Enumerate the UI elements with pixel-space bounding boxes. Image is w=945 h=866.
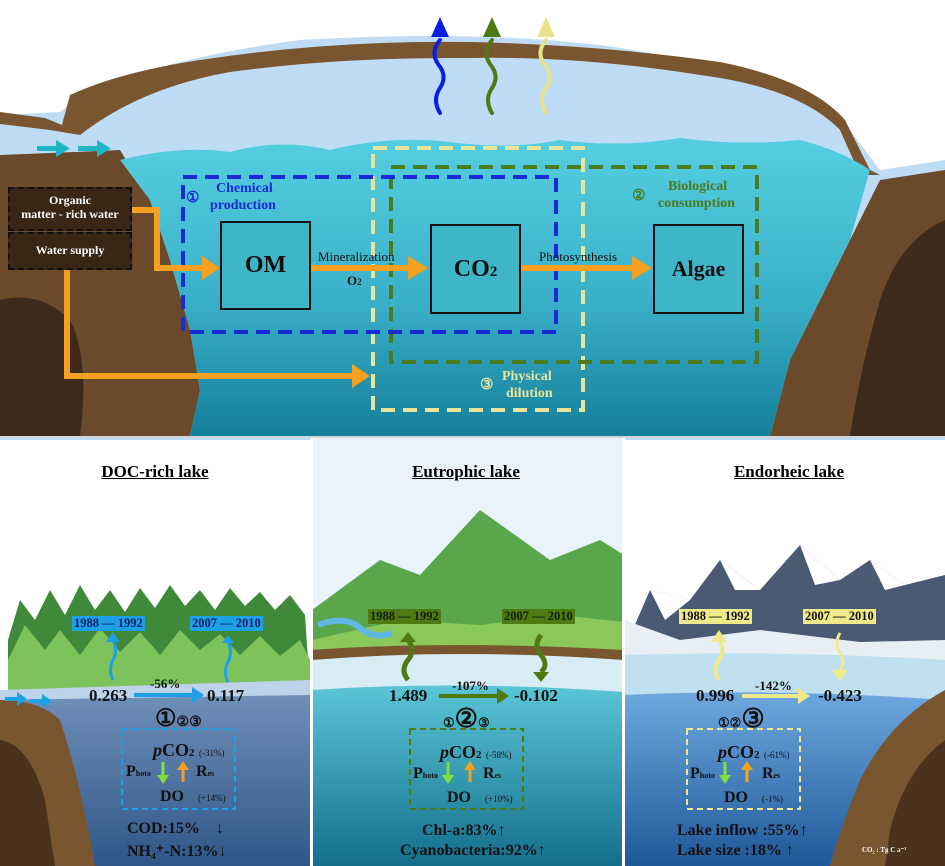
emission-arrowhead-biological <box>483 17 501 37</box>
emission-arrowhead-chemical <box>431 17 449 37</box>
co2-node: CO2 <box>430 224 521 314</box>
endorheic-indicator-size: Lake size :18%↑ <box>677 842 794 859</box>
doc-value2: 0.117 <box>207 686 245 705</box>
eutrophic-change-pct: -107% <box>452 678 489 693</box>
algae-label: Algae <box>671 256 726 281</box>
eutrophic-value2: -0.102 <box>514 686 558 705</box>
eutrophic-period2-label: 2007 — 2010 <box>502 609 575 624</box>
doc-forest <box>8 585 310 690</box>
doc-inflow-arrows <box>5 692 52 708</box>
endorheic-photo-label: Photo <box>690 765 715 782</box>
biological-consumption-label: ② Biological consumption <box>632 179 736 211</box>
doc-change-pct: -56% <box>150 676 181 691</box>
doc-indicator-cod: COD:15%↓ <box>127 820 224 837</box>
eutrophic-flux-squiggle-1 <box>401 638 415 682</box>
endorheic-period2-label: 2007 — 2010 <box>803 609 876 624</box>
endorheic-change-pct: -142% <box>755 678 792 693</box>
organic-water-label-line1: Organic <box>49 193 91 207</box>
eutrophic-flux-squiggle-2 <box>534 633 548 674</box>
eutrophic-res-label: Res <box>483 765 502 782</box>
eutrophic-river <box>316 617 394 639</box>
doc-do-label: DO (+14%) <box>160 788 226 805</box>
flow-arrows <box>64 207 652 388</box>
eutrophic-photo-label: Photo <box>413 765 438 782</box>
endorheic-period1-label: 1988 — 1992 <box>679 609 752 624</box>
endorheic-lake-title: Endorheic lake <box>733 462 845 481</box>
doc-indicator-nh4: NH₄⁺-N:13%↓ <box>127 843 227 860</box>
endorheic-change-arrow <box>742 694 800 698</box>
eutrophic-change-arrow <box>439 694 499 698</box>
endorheic-flux-arrowhead-2 <box>832 670 848 681</box>
emission-biological <box>484 38 498 115</box>
doc-process-markers: ①②③ <box>155 706 202 732</box>
endorheic-flux-squiggle-1 <box>713 638 725 682</box>
eutrophic-value1: 1.489 <box>389 686 428 705</box>
endorheic-do-label: DO (-1%) <box>724 789 783 806</box>
doc-lake-title: DOC-rich lake <box>101 462 209 481</box>
eutrophic-do-label: DO (+10%) <box>447 789 513 806</box>
biological-consumption-box <box>389 165 759 364</box>
organic-water-source-box: Organic matter - rich water <box>8 187 132 231</box>
emission-arrowhead-physical <box>537 17 555 37</box>
doc-photo-label: Photo <box>126 763 151 780</box>
doc-flux-squiggle-2 <box>224 641 232 683</box>
om-node: OM <box>220 221 311 310</box>
co2-label: CO2 <box>453 255 498 282</box>
doc-mechanism-box <box>121 728 236 810</box>
endorheic-indicator-inflow: Lake inflow :55%↑ <box>677 822 808 839</box>
eutrophic-water <box>312 685 624 866</box>
endorheic-value1: 0.996 <box>696 686 735 705</box>
organic-water-label-line2: matter - rich water <box>21 207 119 221</box>
eutrophic-pco2-label: pCO2 (-58%) <box>440 742 512 762</box>
doc-change-arrow <box>134 693 194 697</box>
eutrophic-flux-arrowhead-2 <box>533 672 549 682</box>
emission-physical <box>538 38 552 115</box>
endorheic-flux-squiggle-2 <box>835 632 845 671</box>
algae-node: Algae <box>653 224 744 314</box>
unit-note: CO₂ : Tg C a⁻¹ <box>862 846 907 854</box>
endorheic-process-markers: ①②③ <box>718 704 765 733</box>
doc-pco2-label: pCO2 (-31%) <box>153 740 225 760</box>
doc-period2-label: 2007 — 2010 <box>190 616 263 631</box>
photosynthesis-label: Photosynthesis <box>539 249 618 264</box>
doc-flux-arrowhead-2 <box>222 635 234 643</box>
eutrophic-indicator-cyanobacteria: Cyanobacteria:92%↑ <box>400 842 546 859</box>
endorheic-mountains <box>624 545 945 660</box>
eutrophic-indicator-chla: Chl-a:83%↑ <box>422 822 506 839</box>
doc-res-label: Res <box>196 763 215 780</box>
endorheic-shore <box>624 653 945 700</box>
eutrophic-period1-label: 1988 — 1992 <box>368 609 441 624</box>
water-supply-source-box: Water supply <box>8 232 132 270</box>
eutrophic-flux-arrowhead-1 <box>400 632 416 642</box>
o2-label: O2 <box>347 273 362 288</box>
chemical-production-box <box>181 175 558 334</box>
panel-separator <box>0 436 945 438</box>
doc-value1: 0.263 <box>89 686 128 705</box>
eutrophic-lake-title: Eutrophic lake <box>412 462 520 481</box>
emission-chemical <box>432 38 446 115</box>
doc-period1-label: 1988 — 1992 <box>72 616 145 631</box>
doc-flux-arrowhead-1 <box>106 632 120 642</box>
endorheic-pco2-label: pCO2 (-61%) <box>718 742 790 762</box>
endorheic-res-label: Res <box>762 765 781 782</box>
water-supply-label: Water supply <box>35 243 105 257</box>
endorheic-flux-arrowhead-1 <box>711 630 727 642</box>
endorheic-mechanism-box <box>686 728 801 810</box>
emission-squiggles <box>432 38 552 115</box>
physical-dilution-label: ③ Physical dilution <box>480 369 553 401</box>
chemical-production-label: ① Chemical production <box>186 181 276 213</box>
om-label: OM <box>244 252 287 278</box>
mineralization-label: Mineralization <box>318 249 395 264</box>
doc-flux-squiggle-1 <box>109 639 117 681</box>
endorheic-value2: -0.423 <box>818 686 862 705</box>
physical-dilution-box <box>371 146 585 412</box>
eutrophic-process-markers: ①②③ <box>443 704 490 733</box>
eutrophic-mechanism-box <box>409 728 524 810</box>
inflow-arrows-top <box>37 140 111 157</box>
